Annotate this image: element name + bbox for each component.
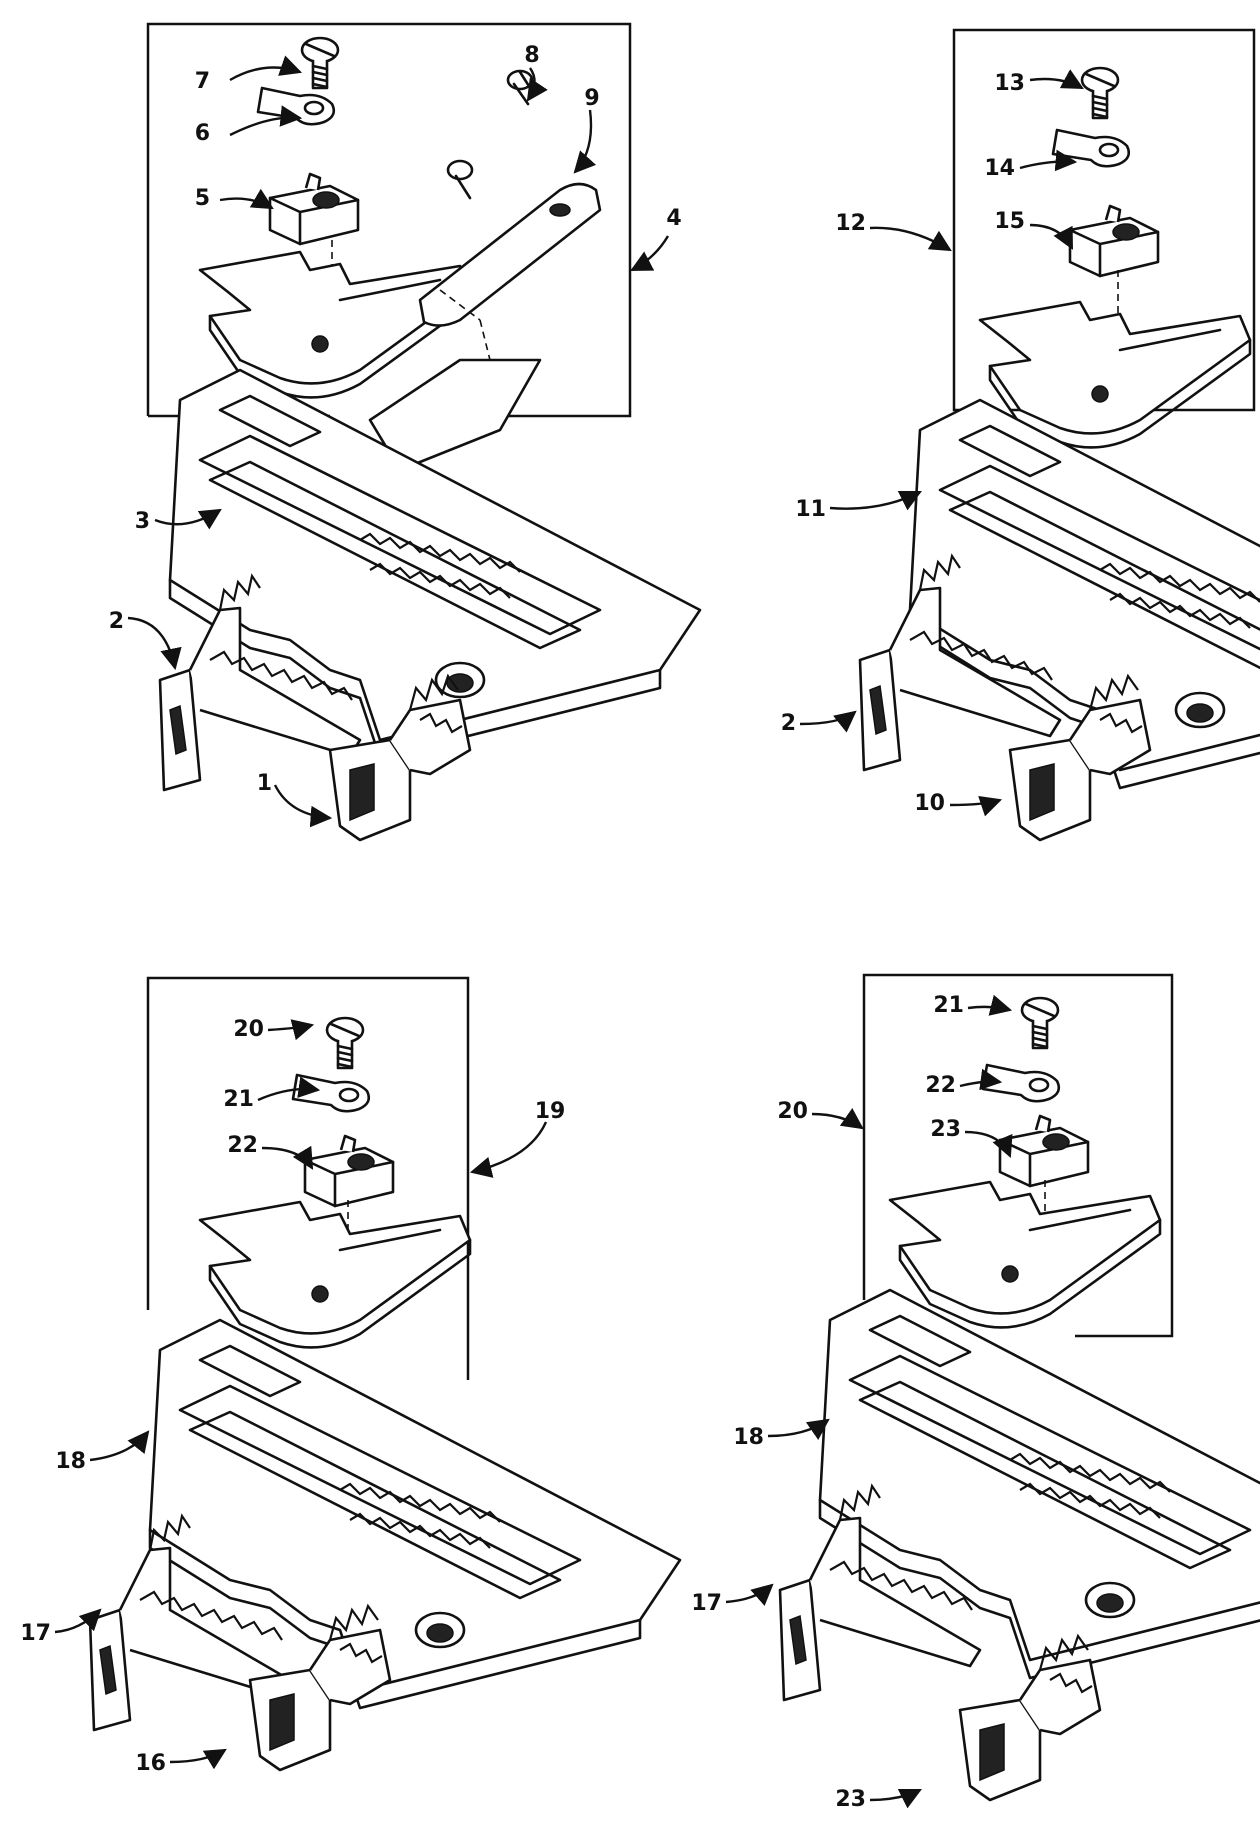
callout-label: 23 [930,1117,961,1142]
callout-label: 1 [257,771,272,796]
screw-part [300,36,340,90]
callout-label: 10 [914,791,945,816]
callout-label: 8 [524,43,539,68]
block-part [303,1134,395,1208]
callout-label: 22 [227,1133,258,1158]
group-4: 21 22 23 20 18 17 23 [691,973,1260,1812]
callout-label: 18 [55,1449,86,1474]
group-1: 7 6 5 8 9 4 3 2 1 [109,22,702,842]
block-part [998,1114,1090,1188]
screw-part [1020,996,1060,1050]
callout-label: 7 [195,69,210,94]
callout-label: 2 [109,609,124,634]
screw-part [325,1016,365,1070]
callout-label: 6 [195,121,210,146]
callout-label: 12 [835,211,866,236]
callout-label: 15 [994,209,1025,234]
callout-label: 16 [135,1751,166,1776]
group-2: 13 14 15 12 11 2 10 [781,28,1260,842]
frame-3 [146,976,470,1380]
insert-part [198,1200,472,1349]
callout-label: 22 [925,1073,956,1098]
washer-part [981,1063,1061,1103]
callout-label: 2 [781,711,796,736]
callout-label: 23 [835,1787,866,1812]
callout-label: 13 [994,71,1025,96]
callout-label: 18 [733,1425,764,1450]
callout-label: 9 [584,86,599,111]
block-part [1068,204,1160,278]
group-3: 20 21 22 19 18 17 16 [20,976,682,1776]
callout-label: 17 [20,1621,51,1646]
callout-label: 20 [777,1099,808,1124]
callout-label: 19 [535,1099,566,1124]
callout-label: 21 [223,1087,254,1112]
callout-label: 3 [135,509,150,534]
block-part [268,172,360,246]
insert-part [888,1180,1162,1329]
callout-label: 4 [666,206,681,231]
callout-label: 20 [233,1017,264,1042]
callout-label: 5 [195,186,210,211]
washer-part [291,1073,371,1113]
callout-label: 11 [795,497,826,522]
screw-part [1080,66,1120,120]
callout-label: 14 [984,156,1015,181]
frame-4 [862,973,1174,1338]
callout-label: 21 [933,993,964,1018]
callout-label: 17 [691,1591,722,1616]
